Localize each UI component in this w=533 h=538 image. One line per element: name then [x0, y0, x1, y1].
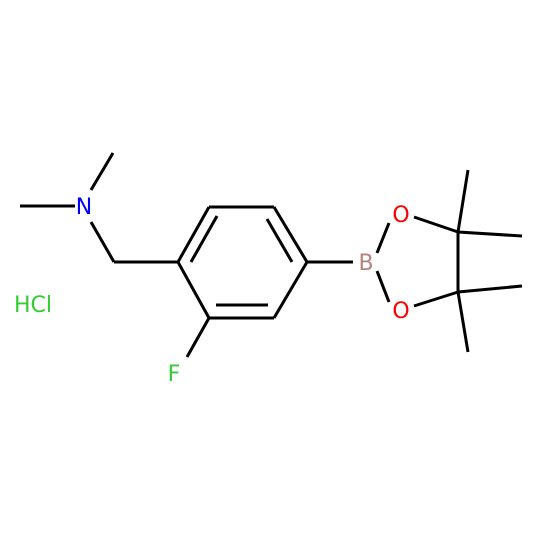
ring-bond-1-inner [189, 215, 219, 263]
ring-bond-6 [176, 261, 211, 319]
atom-label-oxygen-top: O [392, 203, 409, 228]
ring-bond-4 [272, 261, 309, 319]
atom-label-fluorine: F [168, 362, 181, 387]
bond-ring-fluorine [185, 317, 211, 358]
atom-label-nitrogen: N [76, 195, 92, 220]
bond-n-methyl-top [89, 152, 115, 191]
atom-label-boron: B [358, 251, 373, 276]
bond-boron-oxygen-bottom [375, 270, 391, 303]
ring-bond-3 [272, 206, 309, 263]
bond-oxygen-bottom-carbon [413, 290, 459, 308]
ring-bond-1 [176, 206, 211, 263]
bond-methyl-bottom-right [457, 284, 523, 294]
salt-label-hcl: HCl [14, 293, 52, 318]
bond-n-ch2 [89, 221, 116, 263]
bond-methyl-top-up [456, 169, 470, 233]
bond-methyl-top-right [457, 230, 523, 238]
ring-bond-3-inner [265, 218, 294, 263]
bond-oxygen-top-carbon [413, 215, 459, 234]
atom-label-oxygen-bottom: O [392, 299, 409, 324]
bond-methyl-bottom-down [456, 291, 470, 353]
bond-boron-oxygen-top [375, 222, 391, 254]
